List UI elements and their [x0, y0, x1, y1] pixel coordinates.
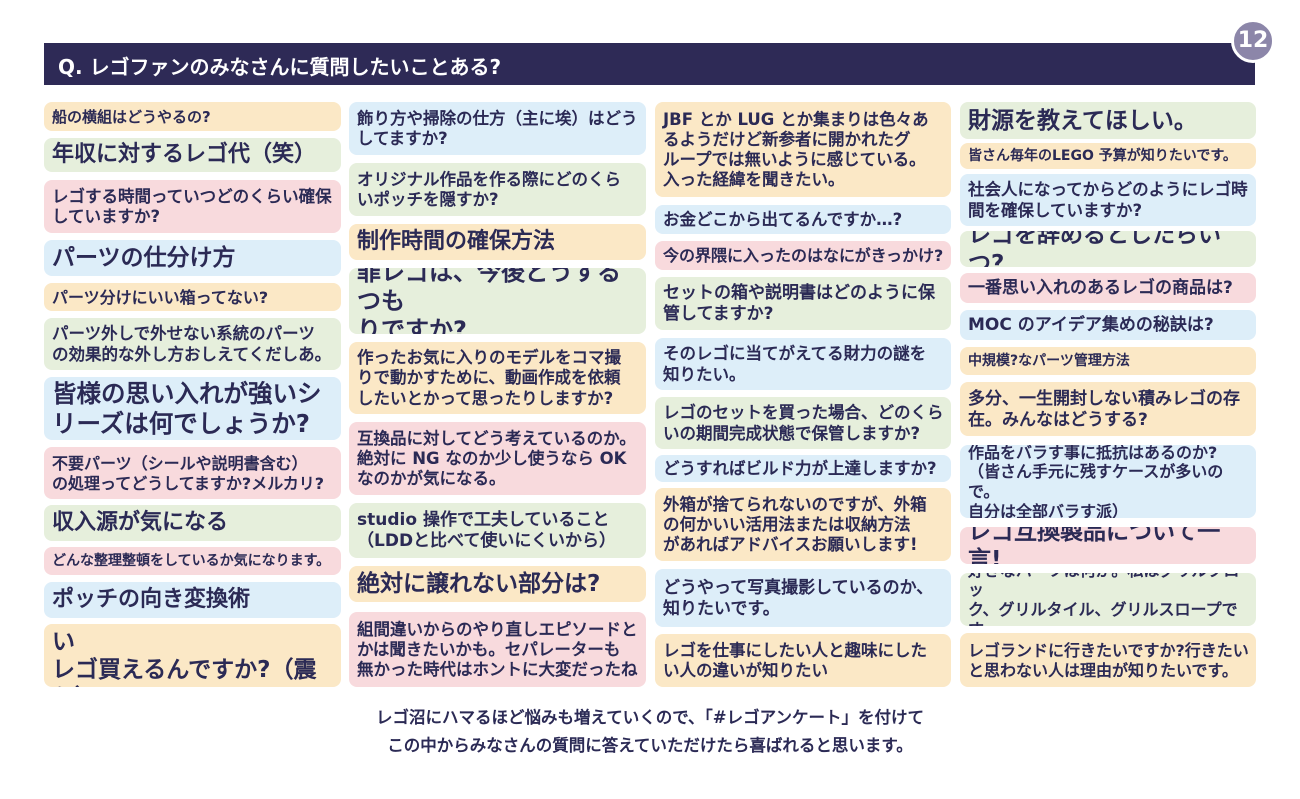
question-card: 財源を教えてほしい。 [960, 102, 1256, 139]
question-card: 絶対に譲れない部分は? [349, 566, 646, 602]
question-card: 中規模?なパーツ管理方法 [960, 347, 1256, 375]
question-card: レゴを仕事にしたい人と趣味にした い人の違いが知りたい [655, 634, 951, 687]
question-card: なんでそんなポンポンと高い レゴ買えるんですか?（震え） [44, 624, 341, 687]
question-card: 収入源が気になる [44, 505, 341, 541]
question-card: 不要パーツ（シールや説明書含む） の処理ってどうしてますか?メルカリ? [44, 447, 341, 499]
question-text: なんでそんなポンポンと高い レゴ買えるんですか?（震え） [52, 624, 327, 687]
question-text: パーツ分けにいい箱ってない? [52, 287, 269, 307]
footer-line-2: この中からみなさんの質問に答えていただけたら喜ばれると思います。 [387, 736, 913, 755]
question-text: パーツの仕分け方 [52, 245, 236, 272]
question-text: 多分、一生開封しない積みレゴの存 在。みんなはどうする? [968, 388, 1240, 430]
question-text: 好きなパーツは何か。私はグリルブロッ ク、グリルタイル、グリルスロープです。 [968, 573, 1239, 626]
question-text: セットの箱や説明書はどのように保 管してますか? [663, 283, 935, 324]
question-card: 制作時間の確保方法 [349, 224, 646, 260]
question-card: 皆さん毎年のLEGO 予算が知りたいです。 [960, 143, 1256, 169]
question-card: 一番思い入れのあるレゴの商品は? [960, 273, 1256, 303]
question-card: パーツ外しで外せない系統のパーツ の効果的な外し方おしえてくだしあ。 [44, 318, 341, 370]
question-card: お金どこから出てるんですか…? [655, 205, 951, 234]
question-card: どんな整理整頓をしているか気になります。 [44, 547, 341, 575]
question-text: 年収に対するレゴ代（笑） [52, 142, 317, 168]
question-text: どうやって写真撮影しているのか、 知りたいです。 [663, 577, 934, 619]
question-card: オリジナル作品を作る際にどのくら いポッチを隠すか? [349, 163, 646, 216]
question-card: レゴ互換製品について一言! [960, 527, 1256, 564]
question-card: パーツの仕分け方 [44, 240, 341, 276]
question-card: 飾り方や掃除の仕方（主に埃）はどう してますか? [349, 102, 646, 155]
question-card: 皆様の思い入れが強いシ リーズは何でしょうか? [44, 377, 341, 440]
question-card: どうやって写真撮影しているのか、 知りたいです。 [655, 569, 951, 627]
question-text: レゴを辞めるとしたらいつ? [968, 231, 1221, 267]
page-title: Q. レゴファンのみなさんに質問したいことある? [58, 55, 502, 79]
question-text: 作品をバラす事に抵抗はあるのか? （皆さん手元に残すケースが多いので。 自分は全… [968, 445, 1224, 518]
question-text: ポッチの向き変換術 [52, 587, 251, 613]
question-text: 絶対に譲れない部分は? [357, 571, 601, 598]
page-number-badge: 12 [1231, 19, 1275, 63]
question-card: どうすればビルド力が上達しますか? [655, 455, 951, 482]
question-text: オリジナル作品を作る際にどのくら いポッチを隠すか? [357, 169, 621, 209]
question-card: そのレゴに当てがえてる財力の謎を 知りたい。 [655, 338, 951, 390]
question-text: パーツ外しで外せない系統のパーツ の効果的な外し方おしえてくだしあ。 [52, 324, 332, 364]
question-card: レゴのセットを買った場合、どのくら いの期間完成状態で保管しますか? [655, 397, 951, 449]
question-card: 好きなパーツは何か。私はグリルブロッ ク、グリルタイル、グリルスロープです。 [960, 573, 1256, 626]
question-text: 船の横組はどうやるの? [52, 107, 211, 126]
question-text: JBF とか LUG とか集まりは色々あ るようだけど新参者に開かれたグ ループ… [663, 109, 929, 190]
question-text: 一番思い入れのあるレゴの商品は? [968, 278, 1233, 299]
question-text: MOC のアイデア集めの秘訣は? [968, 315, 1214, 336]
question-text: 組間違いからのやり直しエピソードと かは聞きたいかも。セパレーターも 無かった時… [357, 619, 638, 680]
question-text: 財源を教えてほしい。 [968, 107, 1197, 134]
question-text: レゴのセットを買った場合、どのくら いの期間完成状態で保管しますか? [663, 403, 944, 443]
question-card: 作ったお気に入りのモデルをコマ撮 りで動かすために、動画作成を依頼 したいとかっ… [349, 342, 646, 414]
question-text: 中規模?なパーツ管理方法 [968, 352, 1130, 369]
question-card: ポッチの向き変換術 [44, 582, 341, 618]
question-text: 飾り方や掃除の仕方（主に埃）はどう してますか? [357, 108, 638, 148]
question-text: 制作時間の確保方法 [357, 229, 556, 255]
question-card: 船の横組はどうやるの? [44, 102, 341, 131]
question-text: 互換品に対してどう考えているのか。 絶対に NG なのか少し使うなら OK なの… [357, 428, 636, 489]
question-text: 外箱が捨てられないのですが、外箱 の何かいい活用法または収納方法 があればアドバ… [663, 494, 927, 555]
question-text: 収入源が気になる [52, 510, 229, 536]
question-text: 作ったお気に入りのモデルをコマ撮 りで動かすために、動画作成を依頼 したいとかっ… [357, 348, 621, 408]
question-text: どうすればビルド力が上達しますか? [663, 458, 937, 478]
question-text: レゴを仕事にしたい人と趣味にした い人の違いが知りたい [663, 640, 927, 680]
question-text: そのレゴに当てがえてる財力の謎を 知りたい。 [663, 344, 927, 384]
question-text: どんな整理整頓をしているか気になります。 [52, 552, 331, 569]
question-card: セットの箱や説明書はどのように保 管してますか? [655, 277, 951, 330]
question-text: 皆様の思い入れが強いシ リーズは何でしょうか? [52, 379, 322, 438]
question-text: 不要パーツ（シールや説明書含む） の処理ってどうしてますか?メルカリ? [52, 453, 325, 493]
question-card: 年収に対するレゴ代（笑） [44, 138, 341, 172]
question-text: studio 操作で工夫していること （LDDと比べて使いにくいから） [357, 510, 617, 551]
question-card: studio 操作で工夫していること （LDDと比べて使いにくいから） [349, 503, 646, 558]
question-card: レゴランドに行きたいですか?行きたい と思わない人は理由が知りたいです。 [960, 633, 1256, 687]
question-card: 組間違いからのやり直しエピソードと かは聞きたいかも。セパレーターも 無かった時… [349, 612, 646, 687]
question-text: レゴ互換製品について一言! [968, 527, 1221, 564]
question-card: レゴする時間っていつどのくらい確保 していますか? [44, 180, 341, 233]
question-card: JBF とか LUG とか集まりは色々あ るようだけど新参者に開かれたグ ループ… [655, 102, 951, 197]
question-text: 社会人になってからどのようにレゴ時 間を確保していますか? [968, 180, 1248, 220]
question-text: レゴする時間っていつどのくらい確保 していますか? [52, 186, 332, 226]
question-card: 罪レゴは、今後どうするつも りですか? [349, 268, 646, 334]
question-text: 皆さん毎年のLEGO 予算が知りたいです。 [968, 147, 1237, 164]
footer-note: レゴ沼にハマるほど悩みも増えていくので、「#レゴアンケート」を付けて この中から… [0, 704, 1300, 760]
question-text: 罪レゴは、今後どうするつも りですか? [357, 268, 621, 334]
question-card: 作品をバラす事に抵抗はあるのか? （皆さん手元に残すケースが多いので。 自分は全… [960, 445, 1256, 518]
question-card: MOC のアイデア集めの秘訣は? [960, 310, 1256, 340]
question-card: パーツ分けにいい箱ってない? [44, 283, 341, 311]
footer-line-1: レゴ沼にハマるほど悩みも増えていくので、「#レゴアンケート」を付けて [376, 708, 924, 727]
question-card: レゴを辞めるとしたらいつ? [960, 231, 1256, 267]
question-text: レゴランドに行きたいですか?行きたい と思わない人は理由が知りたいです。 [968, 640, 1249, 680]
question-card: 社会人になってからどのようにレゴ時 間を確保していますか? [960, 174, 1256, 226]
question-text: お金どこから出てるんですか…? [663, 209, 903, 229]
question-card: 互換品に対してどう考えているのか。 絶対に NG なのか少し使うなら OK なの… [349, 422, 646, 495]
question-card: 多分、一生開封しない積みレゴの存 在。みんなはどうする? [960, 382, 1256, 436]
question-card: 今の界隈に入ったのはなにがきっかけ? [655, 241, 951, 270]
question-header-bar: Q. レゴファンのみなさんに質問したいことある? [44, 43, 1255, 85]
question-text: 今の界隈に入ったのはなにがきっかけ? [663, 246, 944, 266]
question-card: 外箱が捨てられないのですが、外箱 の何かいい活用法または収納方法 があればアドバ… [655, 488, 951, 561]
